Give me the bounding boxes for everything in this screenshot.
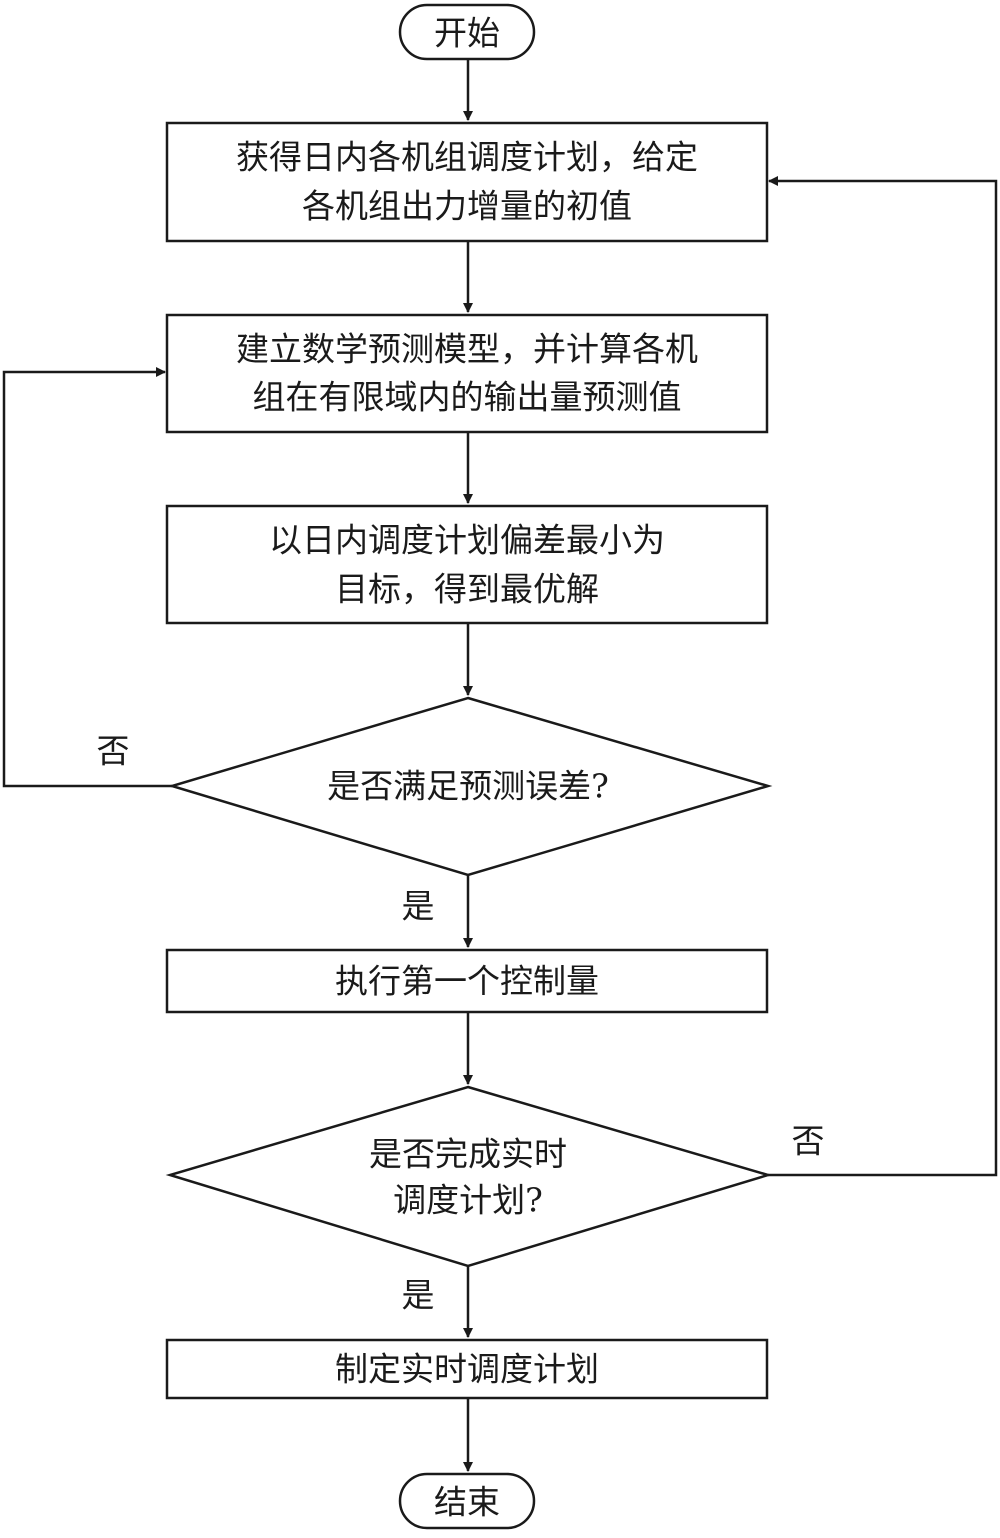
end-label: 结束	[434, 1483, 500, 1522]
end-terminal: 结束	[398, 1472, 536, 1530]
decision2-no-label: 否	[792, 1122, 825, 1161]
decision-2: 是否完成实时 调度计划? 否 是	[165, 1085, 825, 1315]
connectors	[2, 59, 998, 1472]
step2-line-2: 组在有限域内的输出量预测值	[253, 378, 682, 417]
start-terminal: 开始	[398, 3, 536, 61]
arrow-decision2-no-loop	[768, 176, 998, 1177]
decision-1: 是否满足预测误差? 否 是	[97, 696, 773, 926]
decision1-question: 是否满足预测误差?	[327, 767, 609, 806]
step1-line-2: 各机组出力增量的初值	[302, 187, 632, 226]
step5-line-1: 制定实时调度计划	[335, 1350, 599, 1389]
process-step-4: 执行第一个控制量	[165, 948, 769, 1014]
arrow-decision1-no-loop	[2, 367, 172, 788]
process-step-2: 建立数学预测模型，并计算各机 组在有限域内的输出量预测值	[165, 313, 769, 434]
decision2-line-2: 调度计划?	[393, 1181, 543, 1220]
step4-line-1: 执行第一个控制量	[335, 962, 599, 1001]
decision2-line-1: 是否完成实时	[369, 1135, 567, 1174]
step3-line-2: 目标，得到最优解	[335, 570, 599, 609]
process-step-1: 获得日内各机组调度计划，给定 各机组出力增量的初值	[165, 121, 769, 243]
process-step-5: 制定实时调度计划	[165, 1338, 769, 1400]
decision1-no-label: 否	[97, 732, 130, 771]
step3-line-1: 以日内调度计划偏差最小为	[269, 521, 665, 560]
step1-line-1: 获得日内各机组调度计划，给定	[236, 138, 698, 177]
decision1-yes-label: 是	[402, 887, 435, 926]
decision2-yes-label: 是	[402, 1276, 435, 1315]
step2-line-1: 建立数学预测模型，并计算各机	[236, 330, 698, 369]
start-label: 开始	[434, 14, 500, 53]
process-step-3: 以日内调度计划偏差最小为 目标，得到最优解	[165, 504, 769, 625]
